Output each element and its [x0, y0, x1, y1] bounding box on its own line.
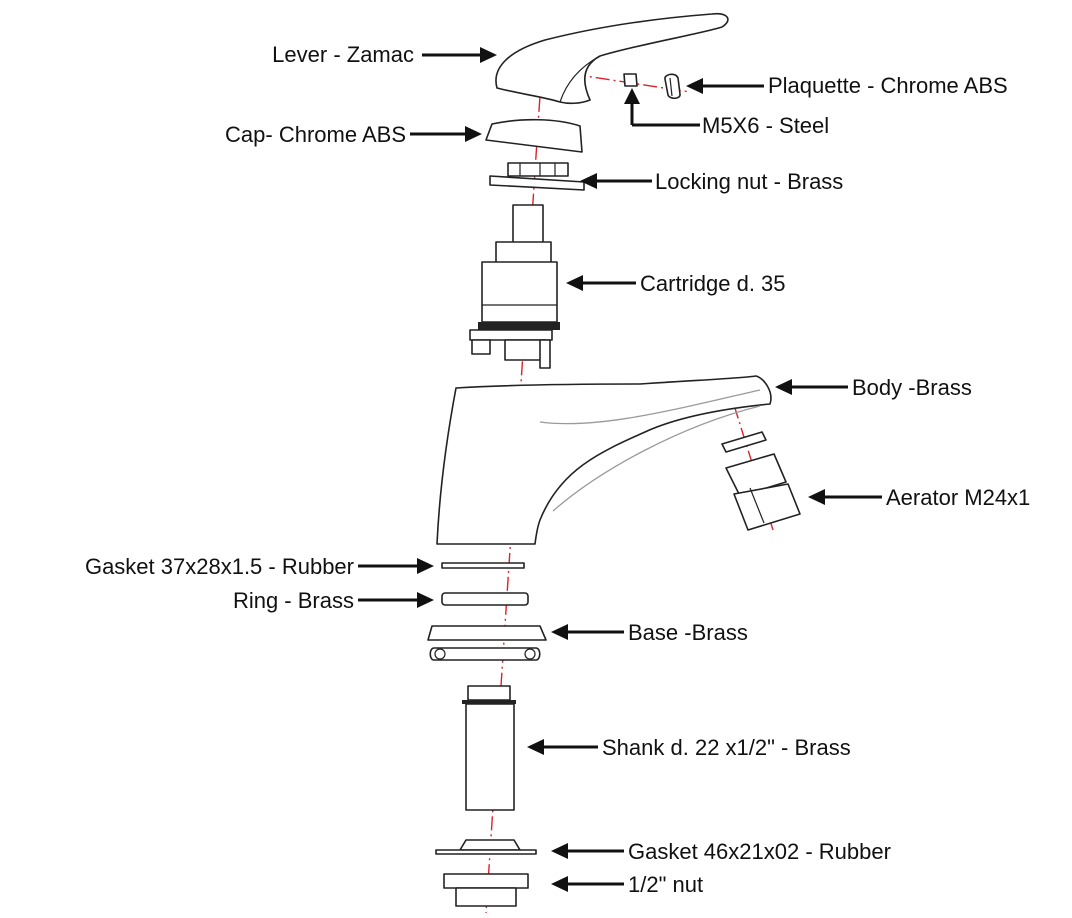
- shank-label: Shank d. 22 x1/2" - Brass: [602, 735, 851, 760]
- gasket-bottom-label: Gasket 46x21x02 - Rubber: [628, 839, 891, 864]
- body-arrow: [775, 379, 848, 395]
- plaquette-label: Plaquette - Chrome ABS: [768, 73, 1008, 98]
- aerator-arrow: [808, 489, 882, 505]
- screw-part: [623, 73, 638, 87]
- shank-part: [462, 685, 516, 811]
- cartridge-arrow: [566, 275, 636, 291]
- body-label: Body -Brass: [852, 375, 972, 400]
- aerator-label: Aerator M24x1: [886, 485, 1030, 510]
- nut-label: 1/2" nut: [628, 872, 703, 897]
- gasket-bottom-part: [435, 839, 537, 855]
- lever-arrow: [422, 47, 497, 63]
- locking-nut-label: Locking nut - Brass: [655, 169, 843, 194]
- cap-label: Cap- Chrome ABS: [225, 122, 406, 147]
- shank-arrow: [527, 739, 598, 755]
- body-part: [436, 375, 772, 545]
- locking-nut-part: [489, 162, 585, 191]
- cap-part: [485, 118, 583, 153]
- gasket-top-part: [441, 562, 525, 569]
- screw-label: M5X6 - Steel: [702, 113, 829, 138]
- gasket-top-label: Gasket 37x28x1.5 - Rubber: [85, 554, 354, 579]
- cap-arrow: [410, 126, 482, 142]
- screw-arrow: [624, 88, 700, 127]
- base-arrow: [551, 624, 624, 640]
- plaquette-arrow: [686, 78, 764, 94]
- cartridge-part: [469, 204, 560, 369]
- lever-part: [495, 12, 729, 105]
- nut-arrow: [551, 876, 624, 892]
- ring-part: [441, 592, 529, 606]
- cartridge-label: Cartridge d. 35: [640, 271, 786, 296]
- lever-label: Lever - Zamac: [272, 42, 414, 67]
- plaquette-part: [664, 73, 681, 100]
- base-part: [427, 625, 547, 661]
- nut-part: [443, 873, 529, 907]
- gasket-top-arrow: [358, 558, 434, 574]
- ring-label: Ring - Brass: [233, 588, 354, 613]
- aerator-part: [721, 431, 801, 531]
- base-label: Base -Brass: [628, 620, 748, 645]
- locking-nut-arrow: [580, 173, 652, 189]
- ring-arrow: [358, 592, 434, 608]
- gasket-bottom-arrow: [551, 843, 624, 859]
